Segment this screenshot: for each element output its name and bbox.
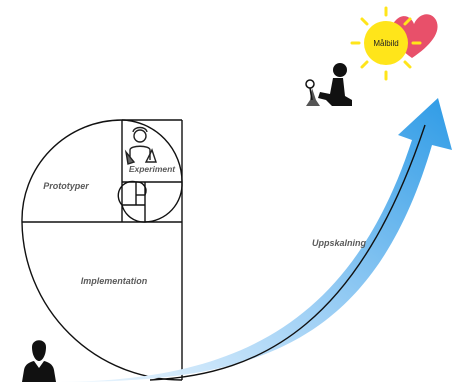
- spiral-grid: [22, 119, 183, 380]
- sun-icon: [350, 6, 422, 81]
- golden-spiral: [21, 119, 183, 381]
- experiment-label: Experiment: [129, 164, 176, 174]
- implementation-label: Implementation: [81, 276, 148, 286]
- scaling-label: Uppskalning: [312, 238, 367, 248]
- scientist-icon: [124, 126, 157, 165]
- businessman-icon: [22, 340, 56, 382]
- goal-icon: Målbild: [350, 6, 438, 81]
- growth-arrow: [60, 98, 452, 382]
- growth-curve-line: [149, 124, 426, 381]
- goal-label: Målbild: [373, 39, 398, 48]
- prototypes-label: Prototyper: [43, 181, 89, 191]
- gardener-icon: [305, 63, 352, 106]
